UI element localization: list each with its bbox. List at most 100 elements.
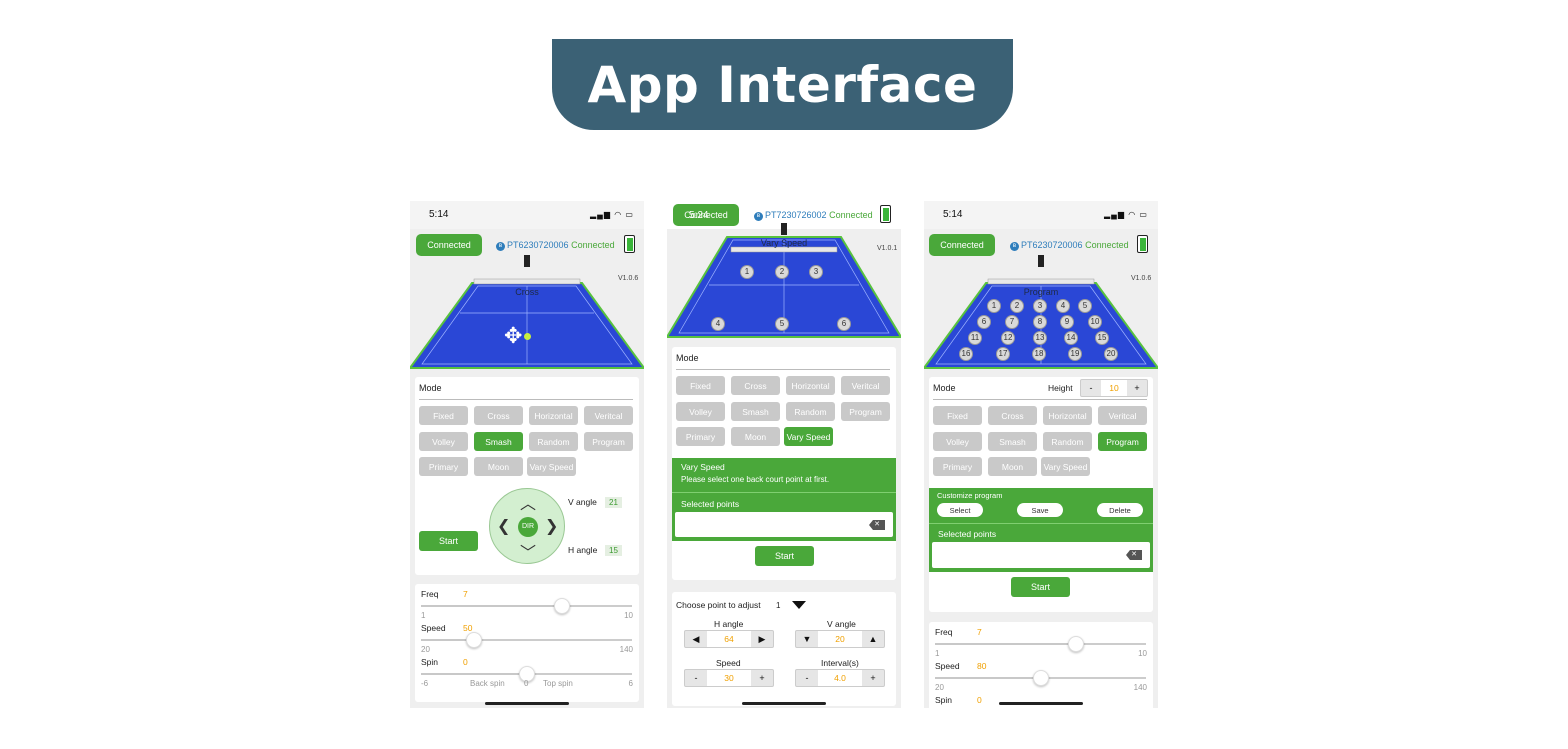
direction-pad[interactable]: ︿ ﹀ ❮ ❯ DIR bbox=[489, 488, 565, 564]
height-value[interactable]: 10 bbox=[1101, 380, 1127, 396]
height-minus-button[interactable]: - bbox=[1089, 383, 1093, 393]
court-point-1[interactable]: 1 bbox=[987, 299, 1001, 313]
court-view[interactable]: Program 1 2 3 4 5 6 7 8 9 10 11 12 13 14… bbox=[924, 251, 1158, 369]
selected-points-field[interactable]: ✕ bbox=[675, 512, 893, 537]
mode-cross-button[interactable]: Cross bbox=[474, 406, 523, 425]
spin-slider[interactable] bbox=[421, 666, 632, 682]
select-button[interactable]: Select bbox=[937, 503, 983, 517]
mode-volley-button[interactable]: Volley bbox=[676, 402, 725, 421]
home-indicator[interactable] bbox=[742, 702, 826, 705]
backspace-icon[interactable]: ✕ bbox=[869, 520, 885, 530]
mode-vary-speed-button[interactable]: Vary Speed bbox=[1041, 457, 1090, 476]
court-point-11[interactable]: 11 bbox=[968, 331, 982, 345]
start-button[interactable]: Start bbox=[419, 531, 478, 551]
mode-random-button[interactable]: Random bbox=[786, 402, 835, 421]
mode-program-button[interactable]: Program bbox=[841, 402, 890, 421]
v-angle-value[interactable]: 20 bbox=[818, 631, 862, 647]
court-point-2[interactable]: 2 bbox=[775, 265, 789, 279]
home-indicator[interactable] bbox=[485, 702, 569, 705]
mode-moon-button[interactable]: Moon bbox=[988, 457, 1037, 476]
court-point-4[interactable]: 4 bbox=[1056, 299, 1070, 313]
v-angle-up-icon[interactable]: ▲ bbox=[868, 634, 878, 644]
choose-point-value[interactable]: 1 bbox=[776, 601, 781, 610]
mode-vertical-button[interactable]: Veritcal bbox=[841, 376, 890, 395]
home-indicator[interactable] bbox=[999, 702, 1083, 705]
save-button[interactable]: Save bbox=[1017, 503, 1063, 517]
speed-plus-button[interactable]: + bbox=[759, 673, 765, 683]
mode-fixed-button[interactable]: Fixed bbox=[676, 376, 725, 395]
mode-vary-speed-button[interactable]: Vary Speed bbox=[527, 457, 576, 476]
mode-smash-button[interactable]: Smash bbox=[474, 432, 523, 451]
mode-horizontal-button[interactable]: Horizontal bbox=[1043, 406, 1092, 425]
mode-horizontal-button[interactable]: Horizontal bbox=[529, 406, 578, 425]
speed-value[interactable]: 30 bbox=[707, 670, 751, 686]
dpad-right-icon[interactable]: ❯ bbox=[545, 518, 559, 535]
dropdown-caret-icon[interactable] bbox=[792, 601, 806, 609]
speed-stepper[interactable]: - 30 + bbox=[684, 669, 774, 687]
height-stepper[interactable]: - 10 + bbox=[1080, 379, 1148, 397]
mode-vertical-button[interactable]: Veritcal bbox=[584, 406, 633, 425]
mode-primary-button[interactable]: Primary bbox=[933, 457, 982, 476]
court-point-12[interactable]: 12 bbox=[1001, 331, 1015, 345]
mode-volley-button[interactable]: Volley bbox=[933, 432, 982, 451]
freq-slider[interactable] bbox=[935, 636, 1146, 652]
mode-volley-button[interactable]: Volley bbox=[419, 432, 468, 451]
freq-slider[interactable] bbox=[421, 598, 632, 614]
connected-button[interactable]: Connected bbox=[929, 234, 995, 256]
dpad-left-icon[interactable]: ❮ bbox=[497, 518, 511, 535]
court-view[interactable]: Vary Speed 1 2 3 4 5 6 V1.0.1 bbox=[667, 219, 901, 339]
court-point-7[interactable]: 7 bbox=[1005, 315, 1019, 329]
court-point-6[interactable]: 6 bbox=[977, 315, 991, 329]
mode-primary-button[interactable]: Primary bbox=[419, 457, 468, 476]
court-point-1[interactable]: 1 bbox=[740, 265, 754, 279]
court-point-15[interactable]: 15 bbox=[1095, 331, 1109, 345]
speed-slider[interactable] bbox=[421, 632, 632, 648]
interval-value[interactable]: 4.0 bbox=[818, 670, 862, 686]
court-point-18[interactable]: 18 bbox=[1032, 347, 1046, 361]
mode-cross-button[interactable]: Cross bbox=[988, 406, 1037, 425]
court-point-13[interactable]: 13 bbox=[1033, 331, 1047, 345]
mode-random-button[interactable]: Random bbox=[529, 432, 578, 451]
mode-fixed-button[interactable]: Fixed bbox=[419, 406, 468, 425]
mode-vary-speed-button[interactable]: Vary Speed bbox=[784, 427, 833, 446]
mode-program-button[interactable]: Program bbox=[1098, 432, 1147, 451]
backspace-icon[interactable]: ✕ bbox=[1126, 550, 1142, 560]
h-angle-stepper[interactable]: ◀ 64 ▶ bbox=[684, 630, 774, 648]
mode-fixed-button[interactable]: Fixed bbox=[933, 406, 982, 425]
court-point-16[interactable]: 16 bbox=[959, 347, 973, 361]
h-angle-value[interactable]: 64 bbox=[707, 631, 751, 647]
v-angle-down-icon[interactable]: ▼ bbox=[802, 634, 812, 644]
freq-slider-knob[interactable] bbox=[1067, 636, 1084, 652]
connected-button[interactable]: Connected bbox=[416, 234, 482, 256]
interval-minus-button[interactable]: - bbox=[805, 673, 809, 683]
mode-primary-button[interactable]: Primary bbox=[676, 427, 725, 446]
freq-slider-knob[interactable] bbox=[553, 598, 570, 614]
mode-smash-button[interactable]: Smash bbox=[731, 402, 780, 421]
h-angle-left-icon[interactable]: ◀ bbox=[692, 634, 700, 644]
speed-slider-knob[interactable] bbox=[465, 632, 482, 648]
court-point-3[interactable]: 3 bbox=[809, 265, 823, 279]
court-point-4[interactable]: 4 bbox=[711, 317, 725, 331]
move-arrows-icon[interactable]: ✥ bbox=[504, 323, 523, 348]
spin-slider-knob[interactable] bbox=[518, 666, 535, 682]
h-angle-right-icon[interactable]: ▶ bbox=[758, 634, 766, 644]
speed-slider-knob[interactable] bbox=[1032, 670, 1049, 686]
mode-cross-button[interactable]: Cross bbox=[731, 376, 780, 395]
court-point-6[interactable]: 6 bbox=[837, 317, 851, 331]
mode-vertical-button[interactable]: Veritcal bbox=[1098, 406, 1147, 425]
court-view[interactable]: Cross ✥ V1.0.6 bbox=[410, 251, 644, 369]
court-point-9[interactable]: 9 bbox=[1060, 315, 1074, 329]
interval-plus-button[interactable]: + bbox=[870, 673, 876, 683]
mode-program-button[interactable]: Program bbox=[584, 432, 633, 451]
height-plus-button[interactable]: + bbox=[1134, 383, 1140, 393]
v-angle-stepper[interactable]: ▼ 20 ▲ bbox=[795, 630, 885, 648]
connected-button[interactable]: Connected bbox=[673, 204, 739, 226]
mode-random-button[interactable]: Random bbox=[1043, 432, 1092, 451]
court-point-17[interactable]: 17 bbox=[996, 347, 1010, 361]
start-button[interactable]: Start bbox=[1011, 577, 1070, 597]
dpad-center-button[interactable]: DIR bbox=[518, 517, 538, 537]
court-point-10[interactable]: 10 bbox=[1088, 315, 1102, 329]
court-point-5[interactable]: 5 bbox=[1078, 299, 1092, 313]
court-point-19[interactable]: 19 bbox=[1068, 347, 1082, 361]
speed-slider[interactable] bbox=[935, 670, 1146, 686]
